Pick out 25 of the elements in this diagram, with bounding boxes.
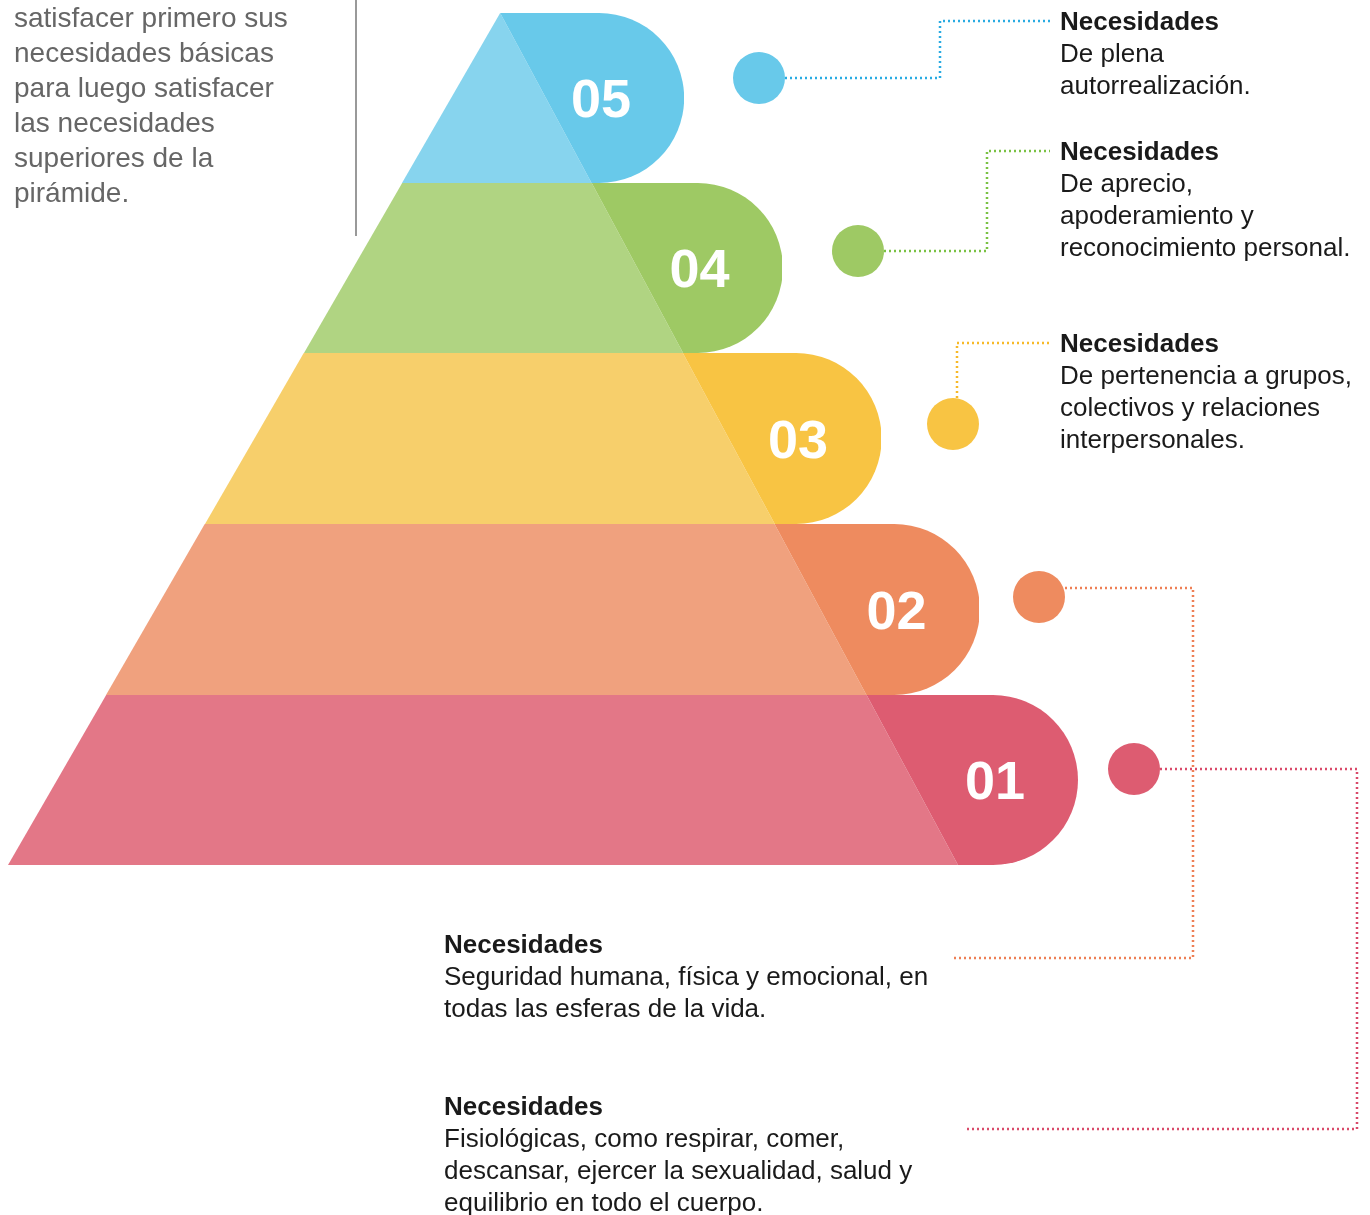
- note-text: satisfacer primero sus necesidades básicas para luego satisfacer las necesidades superiores de la pirámide.: [14, 1, 289, 210]
- description: De pertenencia a grupos, colectivos y relaciones interpersonales.: [1060, 359, 1353, 455]
- dot-marker: [927, 398, 979, 450]
- dot-marker: [733, 52, 785, 104]
- level-number: 01: [965, 750, 1026, 810]
- leader-line: [884, 149, 1050, 253]
- leader-line: [954, 586, 1195, 960]
- heading: Necesidades: [1060, 327, 1219, 359]
- leader-line: [964, 767, 1359, 1131]
- description: Seguridad humana, física y emocional, en todas las esferas de la vida.: [444, 960, 930, 1024]
- heading: Necesidades: [1060, 5, 1219, 37]
- dot-marker: [1108, 743, 1160, 795]
- dot-marker: [1013, 571, 1065, 623]
- leader-line: [955, 341, 1050, 398]
- description: De aprecio, apoderamiento y reconocimiento personal.: [1060, 167, 1352, 263]
- heading: Necesidades: [444, 928, 603, 960]
- level-number: 04: [669, 238, 730, 298]
- level-number: 03: [768, 408, 829, 469]
- level-number: 02: [866, 579, 927, 640]
- heading: Necesidades: [444, 1090, 603, 1122]
- leader-line: [785, 19, 1050, 80]
- level-number: 05: [571, 68, 632, 128]
- heading: Necesidades: [1060, 135, 1219, 167]
- dot-marker: [832, 225, 884, 277]
- description: De plena autorrealización.: [1060, 37, 1252, 101]
